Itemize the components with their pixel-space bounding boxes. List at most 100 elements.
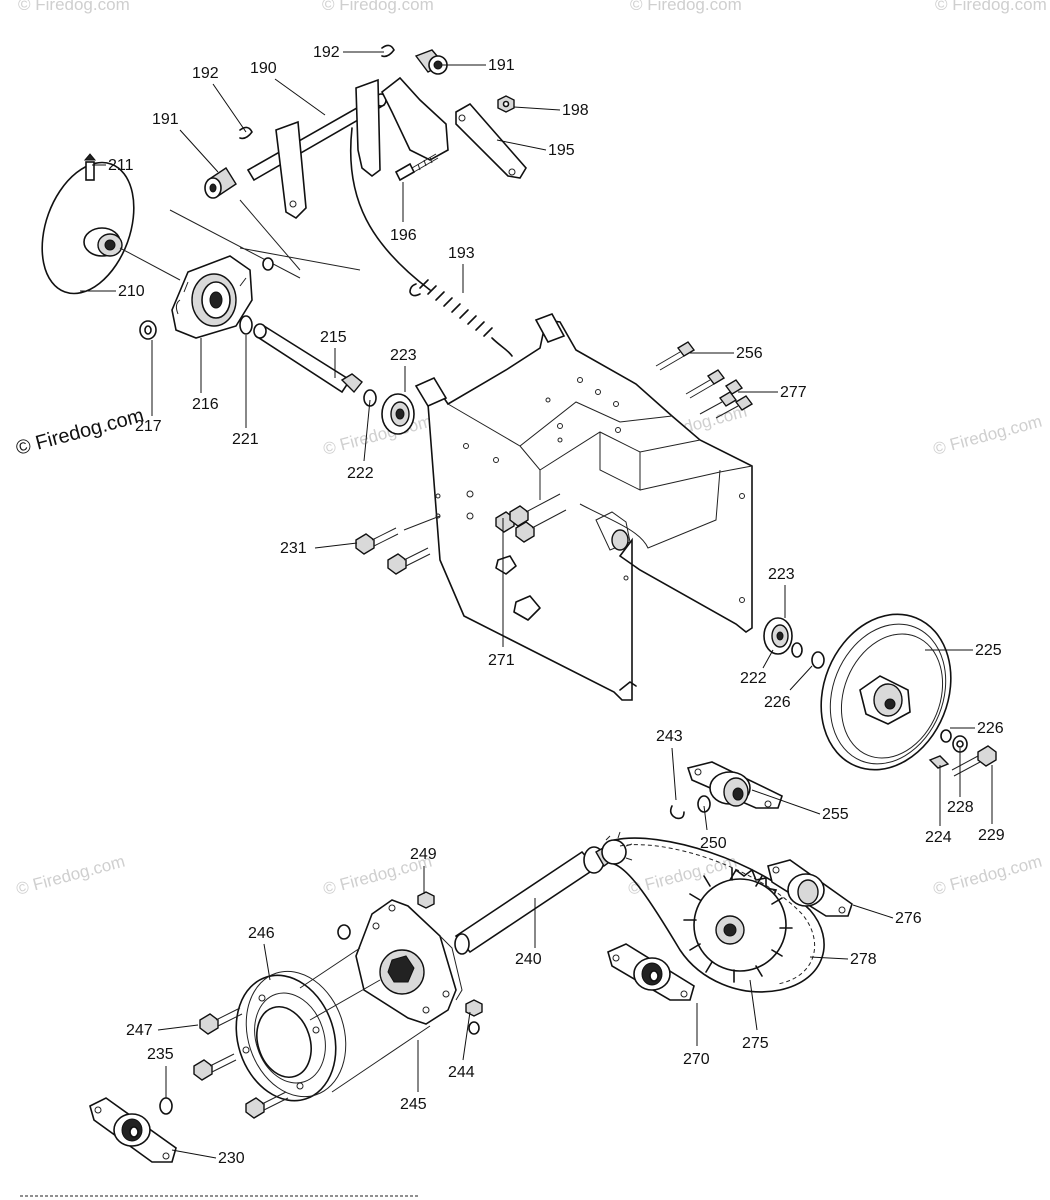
callout-190: 190 [250, 60, 326, 116]
extension-spring [349, 127, 513, 357]
lower-bearing-flange [89, 1097, 177, 1163]
part-number-label: 235 [147, 1046, 174, 1063]
part-number-label: 275 [742, 1035, 769, 1052]
drive-pulley-assembly [763, 613, 997, 777]
part-number-label: 255 [822, 806, 849, 823]
part-number-label: 243 [656, 728, 683, 745]
callout-221: 221 [232, 335, 259, 448]
callout-223: 223 [390, 347, 417, 392]
upper-bearing-flange [669, 761, 783, 820]
callout-245: 245 [400, 1040, 427, 1113]
callout-243: 243 [656, 728, 683, 801]
part-number-label: 222 [740, 670, 767, 687]
callout-229: 229 [978, 765, 1005, 844]
callout-235: 235 [147, 1046, 174, 1098]
callout-198: 198 [513, 102, 589, 119]
part-number-label: 228 [947, 799, 974, 816]
frame-bolts-front [355, 493, 567, 575]
part-number-label: 277 [780, 384, 807, 401]
callout-195: 195 [496, 139, 575, 159]
part-number-label: 249 [410, 846, 437, 863]
drive-hub-assembly [139, 255, 274, 340]
watermark-text: © Firedog.com [935, 0, 1047, 14]
part-number-label: 198 [562, 102, 589, 119]
leader-line [703, 805, 708, 831]
callout-196: 196 [390, 182, 417, 244]
callout-225: 225 [925, 642, 1002, 659]
watermark-text: © Firedog.com [322, 0, 434, 14]
part-number-label: 223 [768, 566, 795, 583]
watermark-text: © Firedog.com [321, 412, 434, 459]
part-number-label: 222 [347, 465, 374, 482]
callout-224: 224 [925, 765, 952, 846]
callout-228: 228 [947, 748, 974, 816]
part-number-label: 276 [895, 910, 922, 927]
callout-226: 226 [764, 665, 813, 711]
frame-panel [414, 313, 753, 701]
callout-223: 223 [768, 566, 795, 618]
leader-line [751, 789, 821, 815]
part-number-label: 224 [925, 829, 952, 846]
leader-line [179, 129, 219, 173]
part-number-label: 278 [850, 951, 877, 968]
part-number-label: 196 [390, 227, 417, 244]
watermark-text: © Firedog.com [630, 0, 742, 14]
left-bearing-flange [607, 943, 695, 1001]
callout-275: 275 [742, 979, 769, 1052]
part-number-label: 247 [126, 1022, 153, 1039]
part-number-label: 195 [548, 142, 575, 159]
callout-210: 210 [80, 283, 145, 300]
callout-216: 216 [192, 338, 219, 413]
watermark-text: © Firedog.com [931, 852, 1044, 899]
part-number-label: 230 [218, 1150, 245, 1167]
leader-line [513, 106, 561, 111]
drive-shaft [454, 831, 633, 955]
callout-271: 271 [488, 518, 515, 669]
leader-line [274, 78, 326, 116]
wheel-bolts [193, 1007, 289, 1119]
part-number-label: 271 [488, 652, 515, 669]
part-number-label: 246 [248, 925, 275, 942]
shift-rod-assembly [169, 44, 527, 279]
friction-disc-assembly [41, 153, 181, 295]
part-number-label: 215 [320, 329, 347, 346]
drive-wheel [235, 947, 431, 1102]
callout-240: 240 [515, 898, 542, 968]
callout-244: 244 [448, 1011, 475, 1081]
callout-226: 226 [950, 720, 1004, 737]
part-number-label: 193 [448, 245, 475, 262]
watermark-text: © Firedog.com [931, 412, 1044, 459]
friction-wheel-housing [337, 891, 483, 1035]
callout-193: 193 [448, 245, 475, 293]
part-number-label: 190 [250, 60, 277, 77]
callout-255: 255 [751, 789, 849, 823]
callout-278: 278 [809, 951, 877, 968]
callout-211: 211 [92, 157, 134, 174]
leader-line [363, 399, 371, 462]
callout-222: 222 [740, 649, 774, 687]
leader-line [263, 943, 271, 981]
part-number-label: 231 [280, 540, 307, 557]
part-number-label: 229 [978, 827, 1005, 844]
callout-217: 217 [135, 340, 162, 435]
leader-line [157, 1024, 199, 1031]
callout-215: 215 [320, 329, 347, 378]
panel-holes [435, 377, 745, 603]
part-number-label: 221 [232, 431, 259, 448]
part-number-label: 244 [448, 1064, 475, 1081]
callout-231: 231 [280, 540, 358, 557]
callout-222: 222 [347, 399, 374, 482]
part-number-label: 226 [977, 720, 1004, 737]
part-number-label: 245 [400, 1096, 427, 1113]
part-number-label: 240 [515, 951, 542, 968]
part-number-label: 211 [108, 157, 134, 174]
watermark-text: © Firedog.com [18, 0, 130, 14]
callout-250: 250 [700, 805, 727, 852]
callout-192: 192 [192, 65, 247, 133]
part-number-label: 217 [135, 418, 162, 435]
part-number-label: 226 [764, 694, 791, 711]
callout-191: 191 [152, 111, 219, 173]
callout-256: 256 [690, 345, 763, 362]
